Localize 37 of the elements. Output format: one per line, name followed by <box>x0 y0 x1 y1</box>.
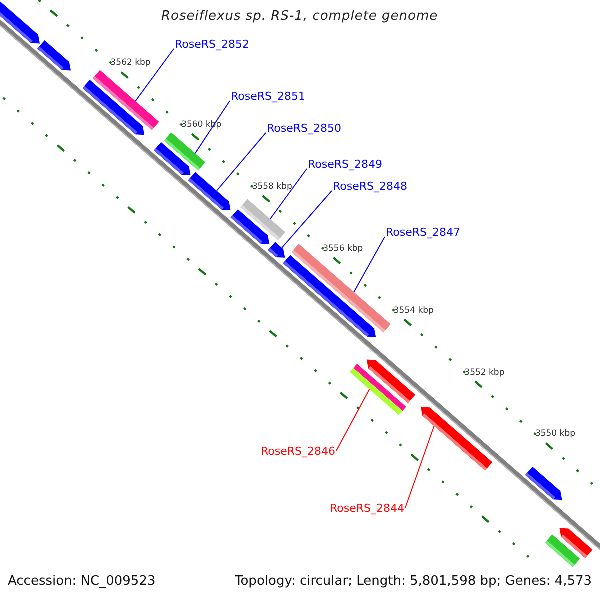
leader-line <box>194 100 230 154</box>
leader-line <box>354 236 386 293</box>
leader-line <box>216 132 266 192</box>
scale-label: 3554 kbp <box>394 306 434 316</box>
leader-line <box>270 168 308 220</box>
leader-line <box>135 48 174 102</box>
title: Roseiflexus sp. RS-1, complete genome <box>162 9 438 24</box>
gene-feature <box>230 210 270 244</box>
scale-label: 3556 kbp <box>323 244 364 254</box>
scale-label: 3550 kbp <box>535 429 576 440</box>
genome-stats-text: Topology: circular; Length: 5,801,598 bp; Genes: 4,573 <box>235 574 592 589</box>
scale-label: 3562 kbp <box>110 58 151 68</box>
gene-feature <box>82 80 145 136</box>
gene-label: RoseRS_2847 <box>386 226 460 239</box>
gene-label: RoseRS_2850 <box>267 122 342 135</box>
leader-line <box>336 388 370 452</box>
gene-label: RoseRS_2849 <box>308 158 382 171</box>
gene-feature <box>154 142 191 176</box>
gene-feature <box>38 40 71 71</box>
accession-text: Accession: NC_009523 <box>8 574 156 589</box>
gene-feature <box>188 172 231 210</box>
gene-feature <box>350 364 406 416</box>
scale-label: 3558 kbp <box>252 182 292 192</box>
gene-label: RoseRS_2844 <box>330 502 404 515</box>
gene-feature <box>545 534 580 568</box>
gene-feature <box>0 0 40 44</box>
gene-label: RoseRS_2851 <box>231 90 306 103</box>
gene-feature <box>421 407 493 471</box>
gene-feature <box>268 242 286 258</box>
gene-feature <box>525 466 562 500</box>
gene-label: RoseRS_2846 <box>261 445 336 458</box>
gene-label: RoseRS_2848 <box>333 180 408 193</box>
scale-label: 3552 kbp <box>464 368 505 378</box>
leader-line <box>282 190 332 248</box>
gene-feature <box>283 255 376 338</box>
leader-line <box>405 426 435 508</box>
gene-label: RoseRS_2852 <box>175 38 250 51</box>
